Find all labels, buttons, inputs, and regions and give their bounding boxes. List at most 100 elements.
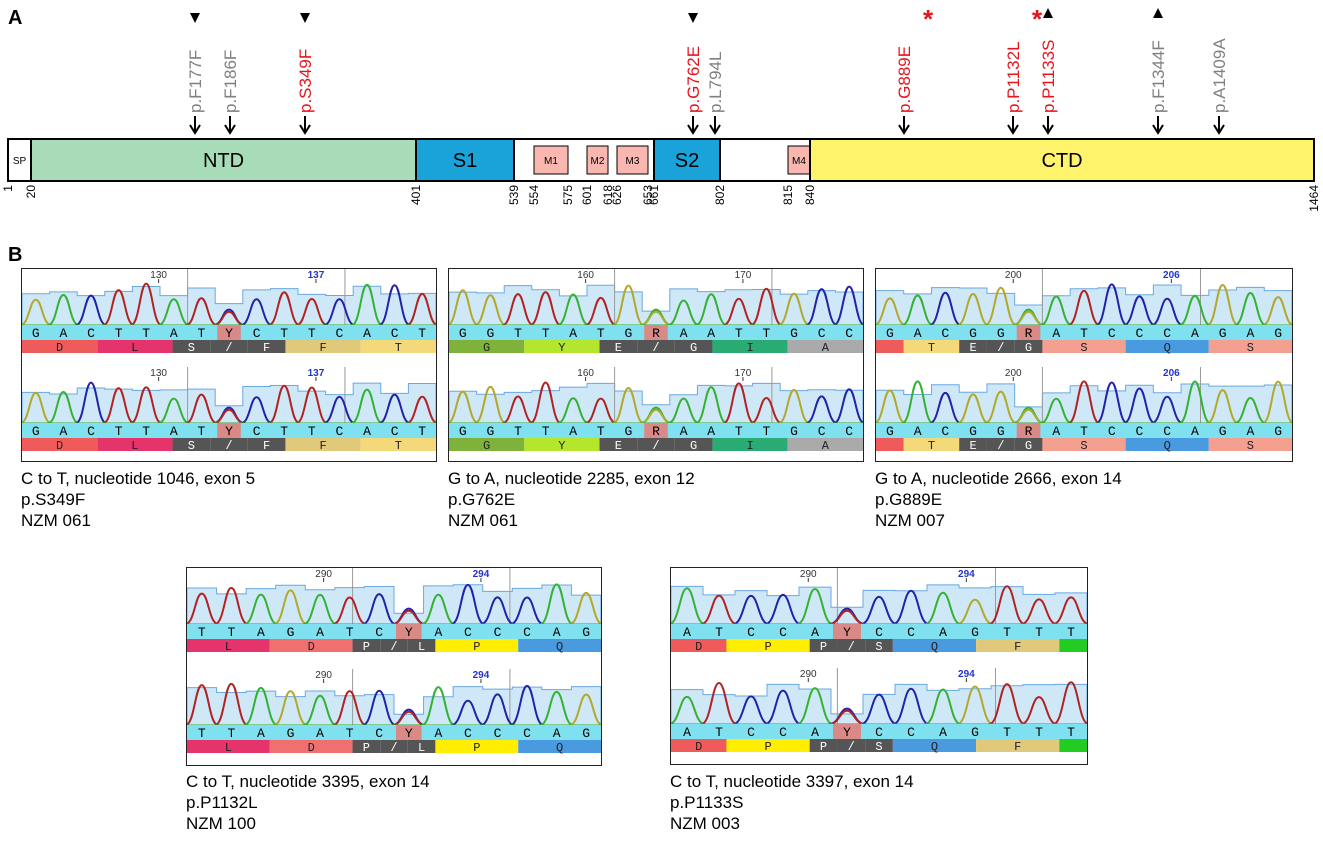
residue-tick-575: 575 bbox=[561, 185, 575, 205]
peak-a bbox=[1179, 294, 1211, 326]
amino-acid-block bbox=[524, 340, 600, 353]
domain-label-m3: M3 bbox=[626, 156, 640, 167]
amino-acid-block bbox=[986, 438, 1015, 451]
caption-sample: NZM 061 bbox=[448, 511, 518, 530]
amino-acid-block bbox=[637, 340, 675, 353]
base-letter: T bbox=[346, 625, 354, 640]
triangle-down-icon bbox=[300, 13, 310, 23]
peak-c bbox=[323, 395, 355, 424]
peak-g bbox=[957, 598, 993, 625]
peak-c bbox=[733, 695, 769, 725]
variant-label: p.G762E bbox=[684, 46, 703, 113]
peak-t bbox=[392, 710, 426, 726]
base-letter: C bbox=[375, 726, 383, 741]
peak-t bbox=[1021, 696, 1057, 725]
amino-acid-letter: / bbox=[997, 341, 1004, 355]
asterisk-icon: * bbox=[923, 4, 934, 34]
amino-acid-letter: / bbox=[225, 341, 232, 355]
peak-c bbox=[929, 291, 962, 326]
amino-acid-letter: L bbox=[418, 741, 425, 755]
base-letter: G bbox=[32, 326, 40, 341]
amino-acid-letter: S bbox=[875, 640, 882, 654]
peak-g bbox=[1206, 389, 1239, 424]
peak-g bbox=[1013, 408, 1044, 424]
base-letter: T bbox=[142, 424, 150, 439]
base-letter: A bbox=[170, 326, 178, 341]
base-letter: C bbox=[335, 326, 343, 341]
amino-acid-letter: D bbox=[56, 341, 63, 355]
position-number: 160 bbox=[577, 270, 594, 281]
peak-t bbox=[585, 397, 617, 424]
quality-bars bbox=[671, 584, 1087, 625]
amino-acid-block bbox=[449, 340, 525, 353]
base-letter: G bbox=[969, 424, 977, 439]
peak-t bbox=[750, 397, 782, 424]
caption-mutation: C to T, nucleotide 3397, exon 14 bbox=[670, 772, 914, 791]
amino-acid-block bbox=[1125, 340, 1209, 353]
arrow-head-icon bbox=[898, 124, 910, 135]
variant-label: p.P1132L bbox=[1004, 41, 1023, 113]
base-letter: T bbox=[280, 424, 288, 439]
peak-t bbox=[130, 282, 162, 326]
base-letter: T bbox=[542, 424, 550, 439]
peak-c bbox=[833, 388, 863, 424]
position-number: 294 bbox=[958, 569, 975, 580]
caption-mutation: C to T, nucleotide 3395, exon 14 bbox=[186, 772, 430, 791]
arrow-head-icon bbox=[224, 124, 236, 135]
base-letter: A bbox=[553, 726, 561, 741]
caption-mutation: C to T, nucleotide 1046, exon 5 bbox=[21, 469, 256, 488]
amino-acid-letter: I bbox=[746, 439, 753, 453]
base-letter: R bbox=[1025, 424, 1033, 439]
base-letter: T bbox=[514, 424, 522, 439]
amino-acid-block bbox=[352, 639, 381, 652]
sequence-strip bbox=[187, 725, 601, 740]
peak-t bbox=[502, 293, 534, 326]
panel-b-label: B bbox=[8, 244, 23, 266]
amino-acid-letter: F bbox=[263, 341, 270, 355]
base-letter: T bbox=[1035, 725, 1043, 740]
base-letter: G bbox=[459, 424, 467, 439]
base-letter: T bbox=[715, 625, 723, 640]
base-letter: G bbox=[969, 326, 977, 341]
position-number: 200 bbox=[1005, 368, 1022, 379]
triangle-up-icon bbox=[1153, 8, 1163, 18]
variant-label: p.S349F bbox=[296, 49, 315, 113]
base-letter: T bbox=[542, 326, 550, 341]
base-letter: C bbox=[818, 326, 826, 341]
base-letter: T bbox=[735, 326, 743, 341]
base-letter: A bbox=[680, 326, 688, 341]
base-letter: A bbox=[1246, 326, 1254, 341]
peak-a bbox=[797, 588, 833, 625]
peak-c bbox=[451, 699, 485, 726]
peak-t bbox=[750, 287, 783, 326]
base-letter: A bbox=[569, 326, 577, 341]
variant-label: p.G889E bbox=[895, 46, 914, 113]
base-letter: T bbox=[762, 326, 770, 341]
amino-acid-block bbox=[1208, 340, 1292, 353]
base-letter: G bbox=[971, 725, 979, 740]
amino-acid-block bbox=[380, 740, 408, 753]
peak-c bbox=[806, 395, 838, 424]
position-number: 290 bbox=[315, 569, 332, 580]
base-letter: G bbox=[1219, 424, 1227, 439]
base-letter: C bbox=[941, 326, 949, 341]
amino-acid-letter: E bbox=[969, 341, 976, 355]
peak-g bbox=[449, 289, 479, 326]
amino-acid-block bbox=[285, 438, 361, 451]
amino-acid-letter: D bbox=[695, 740, 702, 754]
peak-a bbox=[925, 688, 961, 725]
amino-acid-block bbox=[22, 438, 98, 451]
residue-tick-554: 554 bbox=[527, 185, 541, 205]
amino-acid-block bbox=[352, 740, 381, 753]
base-letter: A bbox=[1191, 424, 1199, 439]
amino-acid-letter: T bbox=[928, 439, 935, 453]
variant-l794l: p.L794L bbox=[706, 52, 725, 135]
amino-acid-letter: P bbox=[363, 640, 370, 654]
amino-acid-block bbox=[187, 740, 270, 753]
peak-c bbox=[1151, 395, 1183, 424]
amino-acid-block bbox=[787, 340, 863, 353]
base-letter: T bbox=[280, 326, 288, 341]
peak-c bbox=[241, 298, 273, 326]
